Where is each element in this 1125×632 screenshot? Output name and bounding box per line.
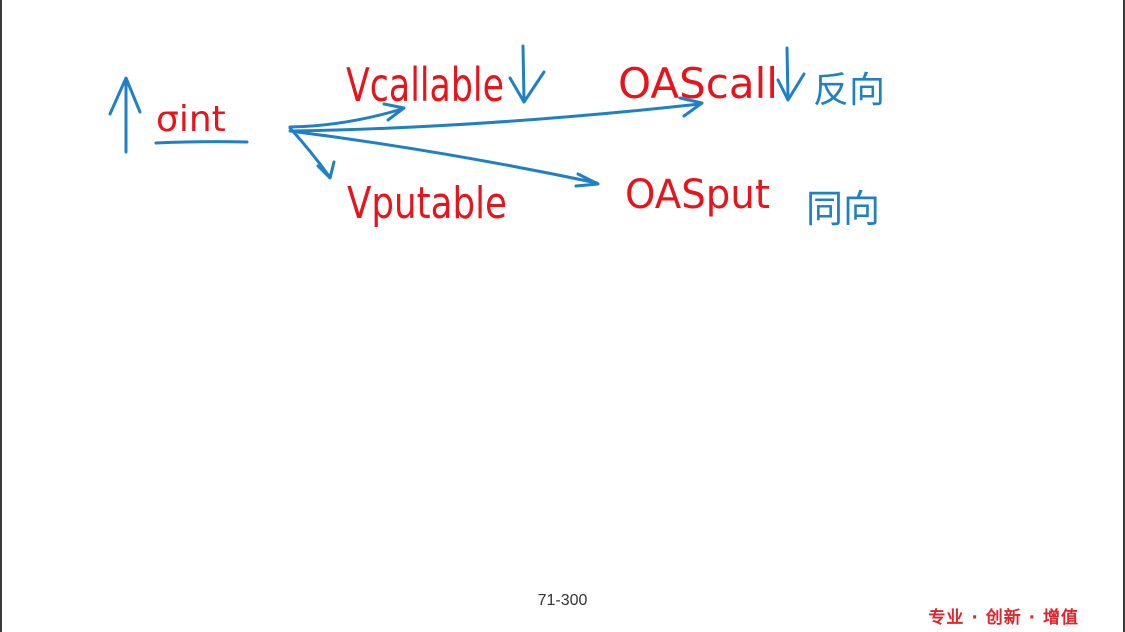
reverse-direction-label: 反向 bbox=[813, 70, 885, 111]
page-number: 71-300 bbox=[537, 592, 588, 609]
same-direction-label: 同向 bbox=[806, 187, 880, 231]
oas-put-label: OASput bbox=[625, 172, 770, 218]
arrowhead-icon bbox=[574, 172, 600, 188]
arrowhead-icon bbox=[382, 102, 406, 122]
callable-label: Vcallable bbox=[346, 58, 504, 112]
up-arrow-icon bbox=[108, 76, 142, 154]
arrowhead-icon bbox=[678, 96, 704, 118]
source-underline bbox=[154, 140, 249, 145]
down-arrow-icon bbox=[776, 46, 806, 102]
arrow-to-oas-call bbox=[290, 102, 702, 133]
putable-label: Vputable bbox=[347, 178, 507, 229]
slogan: 专业 · 创新 · 增值 bbox=[928, 608, 1079, 628]
down-arrow-icon bbox=[508, 44, 546, 104]
arrow-to-callable bbox=[288, 107, 404, 129]
arrowhead-icon bbox=[316, 160, 336, 180]
oas-call-label: OAScall bbox=[618, 59, 778, 108]
source-label: σint bbox=[156, 99, 226, 140]
arrow-to-oas-put bbox=[288, 129, 599, 185]
